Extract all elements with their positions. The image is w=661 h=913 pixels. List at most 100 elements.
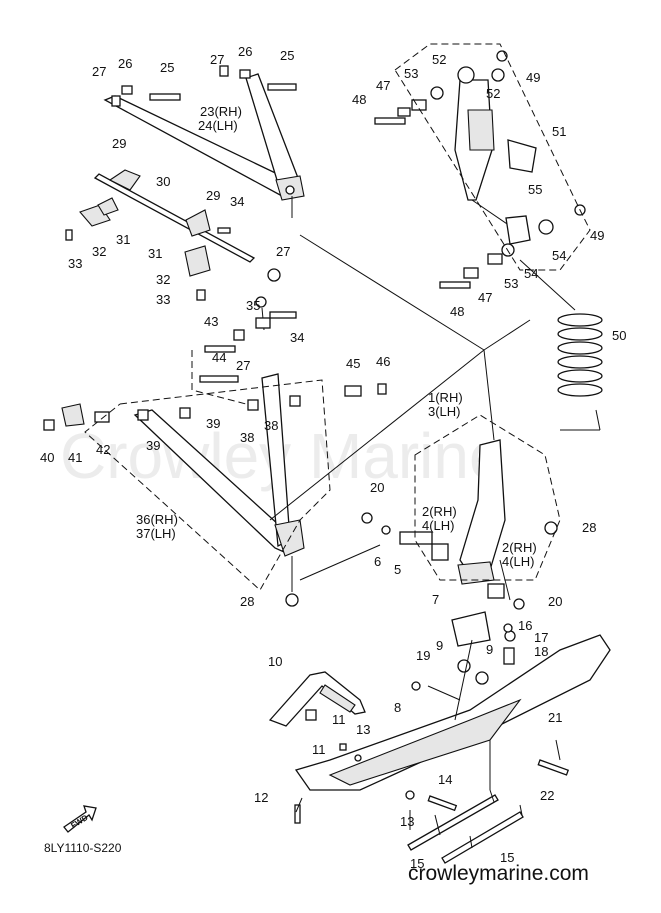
callout-label: 55 xyxy=(528,182,542,197)
callout-label: 53 xyxy=(404,66,418,81)
callout-label: 13 xyxy=(400,814,414,829)
callout-label: 26 xyxy=(118,56,132,71)
ski-handle xyxy=(268,671,366,762)
callout-label: 1(RH) xyxy=(428,390,463,405)
callout-label: 45 xyxy=(346,356,360,371)
callout-label: 17 xyxy=(534,630,548,645)
callout-label: 46 xyxy=(376,354,390,369)
callout-label: 27 xyxy=(276,244,290,259)
dashed-box-shock xyxy=(394,43,591,271)
callout-label: 26 xyxy=(238,44,252,59)
callout-label: 36(RH) xyxy=(136,512,178,527)
callout-label: 28 xyxy=(240,594,254,609)
dashed-box-lower-arm xyxy=(84,379,331,591)
callout-label: 32 xyxy=(156,272,170,287)
lower-a-arm xyxy=(43,345,387,607)
callout-label: 9 xyxy=(436,638,443,653)
callout-label: 31 xyxy=(116,232,130,247)
callout-label: 43 xyxy=(204,314,218,329)
ski xyxy=(294,611,611,791)
callout-label: 28 xyxy=(582,520,596,535)
callout-label: 20 xyxy=(548,594,562,609)
callout-label: 23(RH) xyxy=(200,104,242,119)
callout-label: 24(LH) xyxy=(198,118,238,133)
callout-label: 52 xyxy=(432,52,446,67)
leader-lines xyxy=(269,234,601,830)
callout-label: 39 xyxy=(146,438,160,453)
callout-label: 50 xyxy=(612,328,626,343)
callout-label: 30 xyxy=(156,174,170,189)
callout-label: 34 xyxy=(290,330,304,345)
callout-label: 37(LH) xyxy=(136,526,176,541)
callout-label: 6 xyxy=(374,554,381,569)
callout-label: 11 xyxy=(312,742,326,757)
callout-label: 29 xyxy=(206,188,220,203)
callout-label: 48 xyxy=(450,304,464,319)
callout-label: 48 xyxy=(352,92,366,107)
callout-label: 51 xyxy=(552,124,566,139)
callout-label: 39 xyxy=(206,416,220,431)
callout-label: 35 xyxy=(246,298,260,313)
callout-label: 25 xyxy=(280,48,294,63)
callout-label: 42 xyxy=(96,442,110,457)
callout-label: 49 xyxy=(590,228,604,243)
callout-label: 49 xyxy=(526,70,540,85)
fwd-arrow-icon: FWD xyxy=(63,805,97,833)
callout-label: 54 xyxy=(552,248,566,263)
callout-label: 53 xyxy=(504,276,518,291)
callout-label: 47 xyxy=(478,290,492,305)
callout-label: 54 xyxy=(524,266,538,281)
callout-label: 29 xyxy=(112,136,126,151)
callout-label: 10 xyxy=(268,654,282,669)
callout-label: 38 xyxy=(264,418,278,433)
shock-absorber xyxy=(374,50,586,289)
callout-label: 22 xyxy=(540,788,554,803)
callout-label: 33 xyxy=(68,256,82,271)
callout-label: 40 xyxy=(40,450,54,465)
website-label: crowleymarine.com xyxy=(408,862,589,885)
callout-label: 2(RH) xyxy=(502,540,537,555)
callout-label: 4(LH) xyxy=(502,554,535,569)
stabilizer-bar xyxy=(65,169,281,301)
callout-label: 2(RH) xyxy=(422,504,457,519)
callout-label: 27 xyxy=(92,64,106,79)
dashed-box-bolt xyxy=(191,350,247,405)
callout-label: 18 xyxy=(534,644,548,659)
callout-label: 27 xyxy=(210,52,224,67)
callout-label: 47 xyxy=(376,78,390,93)
callout-label: 4(LH) xyxy=(422,518,455,533)
coil-spring xyxy=(557,313,603,397)
callout-label: 3(LH) xyxy=(428,404,461,419)
diagram-code: 8LY1110-S220 xyxy=(44,841,122,855)
callout-label: 34 xyxy=(230,194,244,209)
wear-bars xyxy=(294,759,570,864)
callout-label: 44 xyxy=(212,350,226,365)
dashed-box-spindle xyxy=(414,414,561,581)
callout-label: 11 xyxy=(332,712,346,727)
callout-label: 52 xyxy=(486,86,500,101)
callout-label: 15 xyxy=(500,850,514,865)
ski-spindle xyxy=(361,439,558,610)
callout-label: 12 xyxy=(254,790,268,805)
callout-label: 31 xyxy=(148,246,162,261)
callout-label: 15 xyxy=(410,856,424,871)
relay-rod xyxy=(233,296,297,341)
callout-label: 16 xyxy=(518,618,532,633)
callout-label: 8 xyxy=(394,700,401,715)
callout-label: 21 xyxy=(548,710,562,725)
callout-label: 14 xyxy=(438,772,452,787)
callout-label: 5 xyxy=(394,562,401,577)
callout-label: 41 xyxy=(68,450,82,465)
callout-label: 9 xyxy=(486,642,493,657)
callout-label: 25 xyxy=(160,60,174,75)
callout-label: 7 xyxy=(432,592,439,607)
callout-label: 20 xyxy=(370,480,384,495)
callout-label: 32 xyxy=(92,244,106,259)
callout-label: 27 xyxy=(236,358,250,373)
callout-label: 13 xyxy=(356,722,370,737)
callout-label: 33 xyxy=(156,292,170,307)
upper-a-arm xyxy=(103,65,305,218)
callout-label: 38 xyxy=(240,430,254,445)
